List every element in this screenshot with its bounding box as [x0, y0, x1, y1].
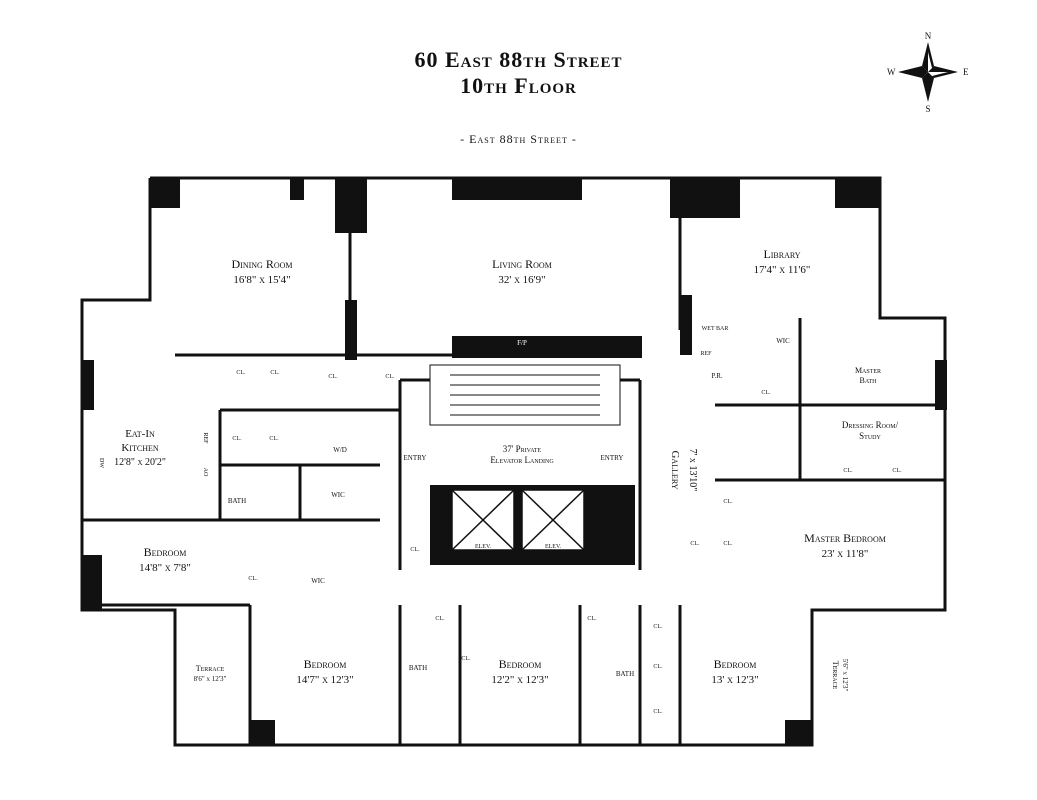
master-bedroom-name: Master Bedroom — [804, 531, 886, 545]
closet-7: CL. — [248, 576, 258, 582]
gallery-name: Gallery — [669, 450, 681, 489]
closet-8: CL. — [410, 547, 420, 553]
plan-title-floor: 10th Floor — [460, 73, 577, 98]
kitchen-ref-label: REF — [202, 432, 208, 444]
entry-right-label: ENTRY — [601, 454, 624, 462]
closet-15: CL. — [892, 468, 902, 474]
street-label: - East 88th Street - — [460, 132, 577, 146]
fireplace-label: F/P — [517, 339, 527, 347]
kitchen-name-1: Eat-In — [125, 428, 155, 440]
gallery-dims: 7' x 13'10" — [687, 449, 698, 492]
dressing-room-line-1: Dressing Room/ — [842, 420, 899, 430]
dining-room-name: Dining Room — [232, 257, 293, 271]
wic-library-label: WIC — [776, 337, 790, 345]
closet-19: CL. — [653, 664, 663, 670]
dressing-room-line-2: Study — [859, 431, 881, 441]
entry-left-label: ENTRY — [404, 454, 427, 462]
terrace-east-dims: 5'6" x 12'3" — [841, 659, 849, 692]
kitchen-dims: 12'8" x 20'2" — [114, 457, 166, 468]
elevator-landing-line-2: Elevator Landing — [490, 455, 554, 465]
dishwasher-label: DW — [98, 458, 104, 468]
living-room-dims: 32' x 16'9" — [498, 274, 545, 286]
master-bath-line-1: Master — [855, 366, 881, 375]
terrace-west-name: Terrace — [196, 664, 225, 673]
bedroom-3-name: Bedroom — [499, 657, 542, 671]
living-room-name: Living Room — [492, 257, 552, 271]
closet-16: CL. — [435, 616, 445, 622]
ref-bar-label: REF — [700, 351, 712, 357]
closet-11: CL. — [723, 499, 733, 505]
room-labels: Dining Room 16'8" x 15'4" Living Room 32… — [114, 247, 899, 692]
closet-9: CL. — [617, 547, 627, 553]
closet-1: CL. — [236, 370, 246, 376]
closet-18: CL. — [653, 624, 663, 630]
bedroom-2-name: Bedroom — [304, 657, 347, 671]
compass-e: E — [963, 67, 969, 77]
plan-title-address: 60 East 88th Street — [414, 47, 623, 72]
bath-bed2-label: BATH — [409, 664, 427, 672]
compass-s: S — [925, 104, 930, 114]
master-bedroom-dims: 23' x 11'8" — [822, 548, 869, 560]
compass-w: W — [887, 67, 896, 77]
bedroom-1-dims: 14'8" x 7'8" — [139, 562, 191, 574]
bath-bed4-label: BATH — [616, 670, 634, 678]
elevator-landing-line-1: 37' Private — [503, 444, 542, 454]
elevator-left-label: ELEV. — [475, 544, 492, 550]
closet-2: CL. — [270, 370, 280, 376]
closet-6: CL. — [269, 436, 279, 442]
small-labels: F/P ENTRY ENTRY ELEV. ELEV. WET BAR REF … — [98, 326, 902, 715]
elevator-cabs — [451, 489, 585, 551]
washer-dryer-label: W/D — [333, 446, 347, 454]
kitchen-name-2: Kitchen — [121, 442, 158, 454]
bedroom-4-dims: 13' x 12'3" — [711, 674, 758, 686]
closet-4: CL. — [385, 374, 395, 380]
wall-piers — [82, 178, 947, 745]
closet-10: CL. — [690, 541, 700, 547]
terrace-west-dims: 8'6" x 12'3" — [194, 675, 227, 683]
elevator-right-label: ELEV. — [545, 544, 562, 550]
bedroom-1-name: Bedroom — [144, 545, 187, 559]
library-name: Library — [763, 247, 800, 261]
closet-20: CL. — [653, 709, 663, 715]
library-dims: 17'4" x 11'6" — [754, 264, 811, 276]
terrace-east-name: Terrace — [831, 661, 840, 690]
compass-rose-icon: N S E W — [887, 31, 969, 114]
closet-14: CL. — [843, 468, 853, 474]
compass-n: N — [925, 31, 932, 41]
closet-12: CL. — [723, 541, 733, 547]
closet-21: CL. — [461, 656, 471, 662]
wet-bar-label: WET BAR — [702, 326, 729, 332]
powder-room-label: P.R. — [711, 372, 723, 380]
bath-hall-label: BATH — [228, 497, 246, 505]
master-bath-line-2: Bath — [859, 376, 877, 385]
bedroom-3-dims: 12'2" x 12'3" — [491, 674, 548, 686]
dining-room-dims: 16'8" x 15'4" — [233, 274, 290, 286]
kitchen-ao-label: AO — [202, 468, 208, 477]
stairwell — [429, 364, 621, 426]
wic-hall-label: WIC — [331, 491, 345, 499]
closet-5: CL. — [232, 436, 242, 442]
wic-bedroom-label: WIC — [311, 577, 325, 585]
closet-3: CL. — [328, 374, 338, 380]
bedroom-2-dims: 14'7" x 12'3" — [296, 674, 353, 686]
closet-17: CL. — [587, 616, 597, 622]
closet-13: CL. — [761, 390, 771, 396]
bedroom-4-name: Bedroom — [714, 657, 757, 671]
